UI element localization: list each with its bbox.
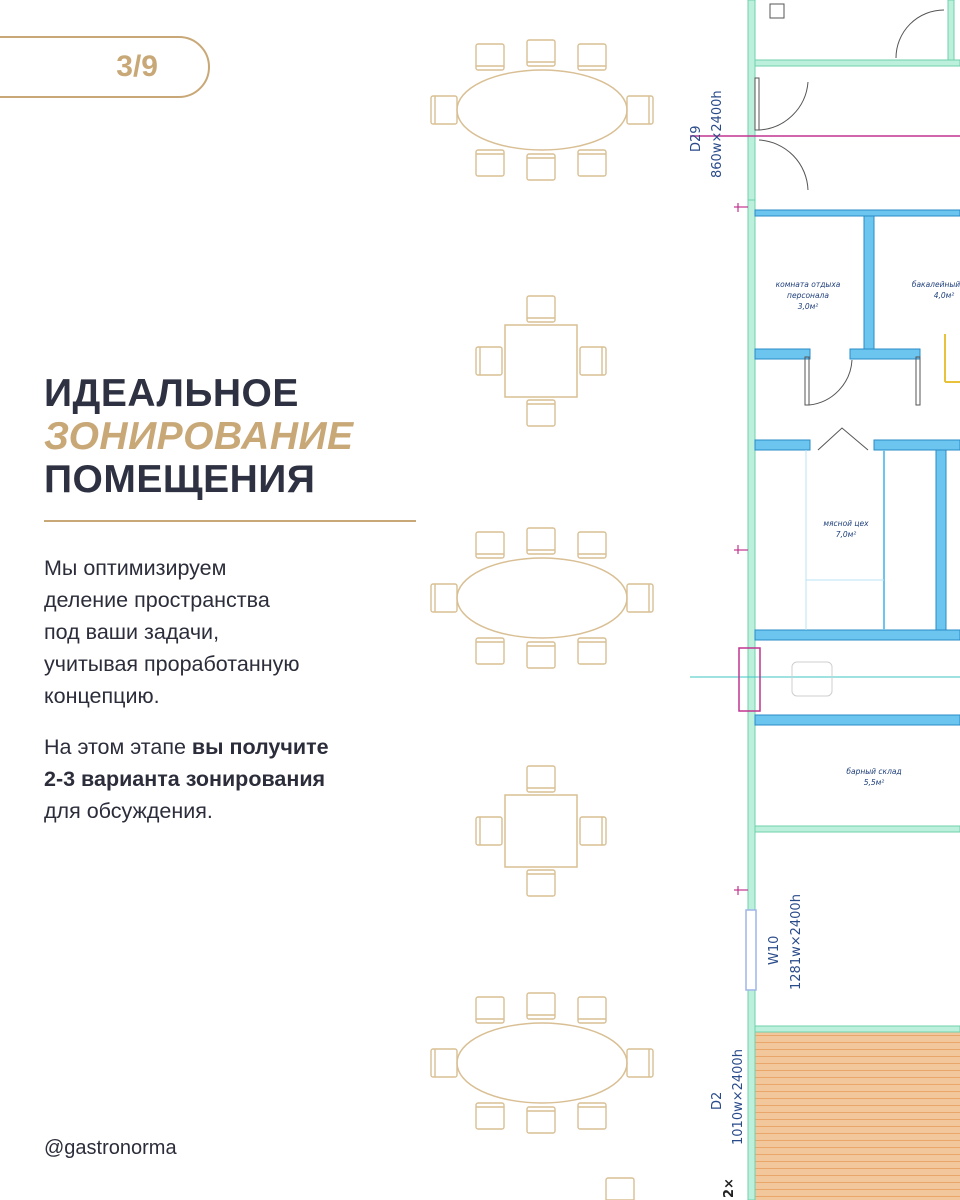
headline-line-3: ПОМЕЩЕНИЯ bbox=[44, 458, 316, 501]
room-staff-rest-name2: персонала bbox=[787, 291, 829, 300]
gold-divider bbox=[44, 520, 416, 522]
page-counter-badge: 3/9 bbox=[0, 36, 210, 98]
description-line-5: концепцию. bbox=[44, 684, 160, 708]
page-counter-text: 3/9 bbox=[116, 50, 158, 83]
window-w10-id: W10 bbox=[767, 936, 782, 965]
headline: ИДЕАЛЬНОЕ ЗОНИРОВАНИЕ ПОМЕЩЕНИЯ bbox=[44, 372, 354, 501]
result-line-1-plain: На этом этапе bbox=[44, 735, 192, 759]
room-bar-storage-area: 5,5м² bbox=[864, 778, 885, 787]
room-grocery-area: 4,0м² bbox=[934, 291, 955, 300]
room-meat-name: мясной цех bbox=[823, 519, 869, 528]
door-d2-id: D2 bbox=[710, 1092, 725, 1110]
result-line-3: для обсуждения. bbox=[44, 799, 213, 823]
result-paragraph: На этом этапе вы получите 2-3 варианта з… bbox=[44, 731, 444, 827]
instagram-handle[interactable]: @gastronorma bbox=[44, 1137, 177, 1159]
headline-line-1: ИДЕАЛЬНОЕ bbox=[44, 372, 299, 415]
room-labels: комната отдыха персонала 3,0м² бакалейны… bbox=[776, 280, 960, 787]
description-line-4: учитывая проработанную bbox=[44, 652, 300, 676]
oval-table-1 bbox=[430, 39, 654, 181]
oval-table-3 bbox=[430, 992, 654, 1134]
room-bar-storage-name: барный склад bbox=[846, 767, 901, 776]
result-line-2-bold: 2-3 варианта зонирования bbox=[44, 767, 326, 791]
description-paragraph: Мы оптимизируем деление пространства под… bbox=[44, 552, 444, 712]
doors bbox=[754, 3, 945, 451]
window-w10 bbox=[745, 909, 757, 991]
door-d2-size: 1010w×2400h bbox=[731, 1049, 746, 1145]
exterior-walls bbox=[747, 0, 960, 1200]
room-staff-rest-area: 3,0м² bbox=[798, 302, 819, 311]
square-table-1 bbox=[475, 295, 607, 427]
corner-mark: 2× bbox=[722, 1178, 737, 1198]
window-w10-size: 1281w×2400h bbox=[789, 894, 804, 990]
description-line-2: деление пространства bbox=[44, 588, 270, 612]
door-d29-id: D29 bbox=[689, 125, 704, 152]
wood-floor bbox=[755, 1032, 960, 1200]
square-table-2 bbox=[475, 765, 607, 897]
result-line-1-bold: вы получите bbox=[191, 735, 329, 759]
headline-line-2: ЗОНИРОВАНИЕ bbox=[44, 415, 354, 458]
oval-table-2 bbox=[430, 527, 654, 669]
room-meat-area: 7,0м² bbox=[836, 530, 857, 539]
opening-labels: D29 860w×2400h W10 1281w×2400h D2 1010w×… bbox=[689, 90, 804, 1198]
interior-walls bbox=[754, 209, 960, 726]
result-line-1: На этом этапе вы получите bbox=[44, 731, 444, 763]
description-line-1: Мы оптимизируем bbox=[44, 556, 227, 580]
chair-partial bbox=[605, 1177, 635, 1200]
door-d29-size: 860w×2400h bbox=[710, 90, 725, 178]
description-line-3: под ваши задачи, bbox=[44, 620, 220, 644]
magenta-marker bbox=[738, 647, 761, 712]
room-grocery-name: бакалейный bbox=[912, 280, 960, 289]
room-staff-rest-name: комната отдыха bbox=[776, 280, 841, 289]
